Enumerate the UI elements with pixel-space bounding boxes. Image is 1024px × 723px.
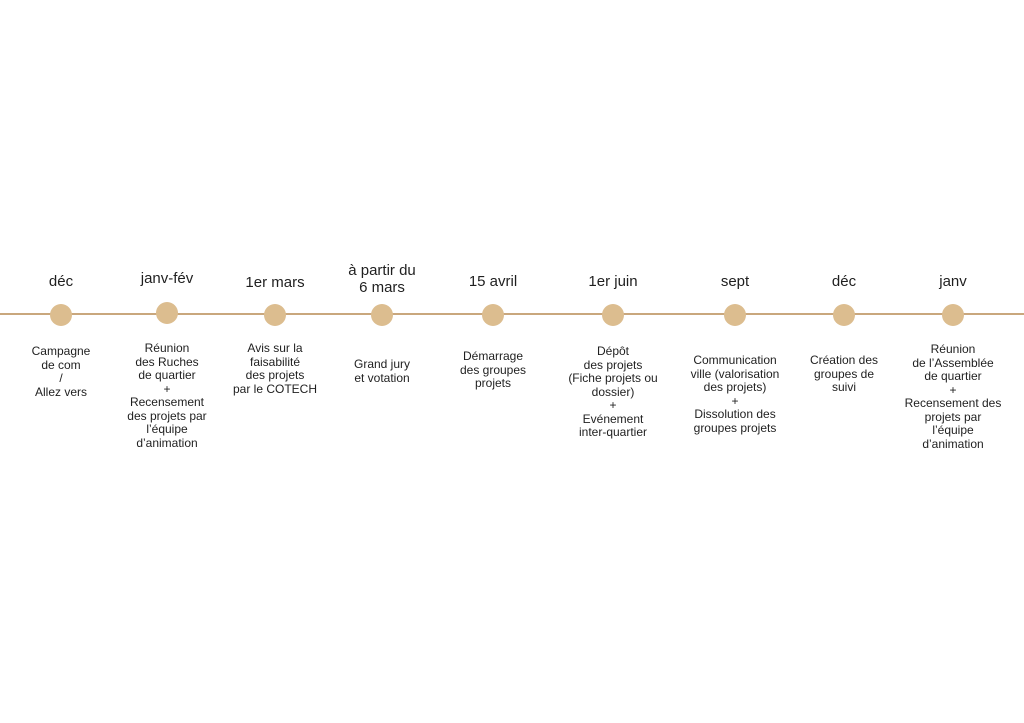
timeline-dot [482, 304, 504, 326]
event-description: Création des groupes de suivi [809, 353, 879, 394]
timeline-event: 1er mars Avis sur la faisabilité des pro… [215, 0, 335, 723]
timeline-event: 1er juin Dépôt des projets (Fiche projet… [553, 0, 673, 723]
event-date: 1er mars [245, 274, 305, 291]
timeline-event: déc Création des groupes de suivi [784, 0, 904, 723]
timeline-event: janv-fév Réunion des Ruches de quartier … [107, 0, 227, 723]
event-description: Démarrage des groupes projets [459, 349, 527, 390]
event-description: Réunion de l’Assemblée de quartier + Rec… [904, 342, 1002, 451]
timeline-event: 15 avril Démarrage des groupes projets [433, 0, 553, 723]
timeline-dot [264, 304, 286, 326]
timeline-event: déc Campagne de com / Allez vers [1, 0, 121, 723]
timeline-line [0, 313, 1024, 315]
event-date: déc [831, 273, 857, 290]
event-date: janv [939, 273, 967, 290]
event-date: sept [720, 273, 750, 290]
event-description: Campagne de com / Allez vers [31, 344, 91, 399]
timeline-dot [724, 304, 746, 326]
event-description: Avis sur la faisabilité des projets par … [232, 341, 318, 396]
event-description: Grand jury et votation [353, 357, 411, 385]
timeline-event: janv Réunion de l’Assemblée de quartier … [893, 0, 1013, 723]
timeline-event: sept Communication ville (valorisation d… [675, 0, 795, 723]
timeline-dot [602, 304, 624, 326]
event-description: Dépôt des projets (Fiche projets ou doss… [568, 344, 658, 439]
timeline-dot [942, 304, 964, 326]
event-date: 15 avril [468, 273, 518, 290]
event-description: Réunion des Ruches de quartier + Recense… [127, 341, 207, 450]
timeline-dot [50, 304, 72, 326]
event-date: déc [48, 273, 74, 290]
event-date: 1er juin [588, 273, 638, 290]
timeline-event: à partir du 6 mars Grand jury et votatio… [322, 0, 442, 723]
timeline-dot [833, 304, 855, 326]
event-description: Communication ville (valorisation des pr… [690, 353, 780, 435]
event-date: à partir du 6 mars [348, 262, 416, 296]
timeline-dot [156, 302, 178, 324]
event-date: janv-fév [140, 270, 194, 287]
timeline-dot [371, 304, 393, 326]
